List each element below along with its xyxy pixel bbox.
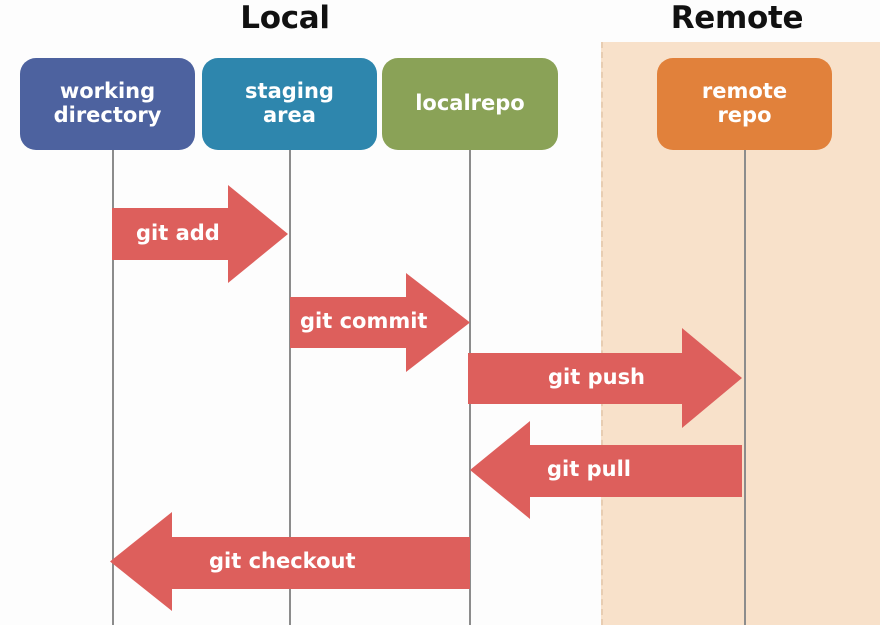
- section-title-local: Local: [240, 0, 330, 36]
- arrow-git-push[interactable]: [468, 328, 742, 428]
- node-remote-repo[interactable]: remote repo: [657, 58, 832, 150]
- lifeline-staging-area: [289, 140, 291, 625]
- arrow-git-checkout[interactable]: [110, 512, 470, 611]
- node-staging-area[interactable]: staging area: [202, 58, 377, 150]
- node-localrepo[interactable]: localrepo: [382, 58, 558, 150]
- node-label-localrepo: localrepo: [415, 91, 525, 116]
- arrow-git-add[interactable]: [112, 185, 288, 283]
- lifeline-remote-repo: [744, 140, 746, 625]
- arrow-git-pull[interactable]: [470, 421, 742, 519]
- node-label-remote-repo: remote repo: [701, 79, 788, 127]
- lifeline-working-directory: [112, 140, 114, 625]
- node-label-staging-area: staging area: [245, 79, 334, 127]
- node-working-directory[interactable]: working directory: [20, 58, 195, 150]
- remote-zone-divider: [601, 42, 603, 625]
- section-title-remote: Remote: [670, 0, 804, 36]
- node-label-working-directory: working directory: [53, 79, 162, 127]
- arrow-git-commit[interactable]: [290, 273, 470, 372]
